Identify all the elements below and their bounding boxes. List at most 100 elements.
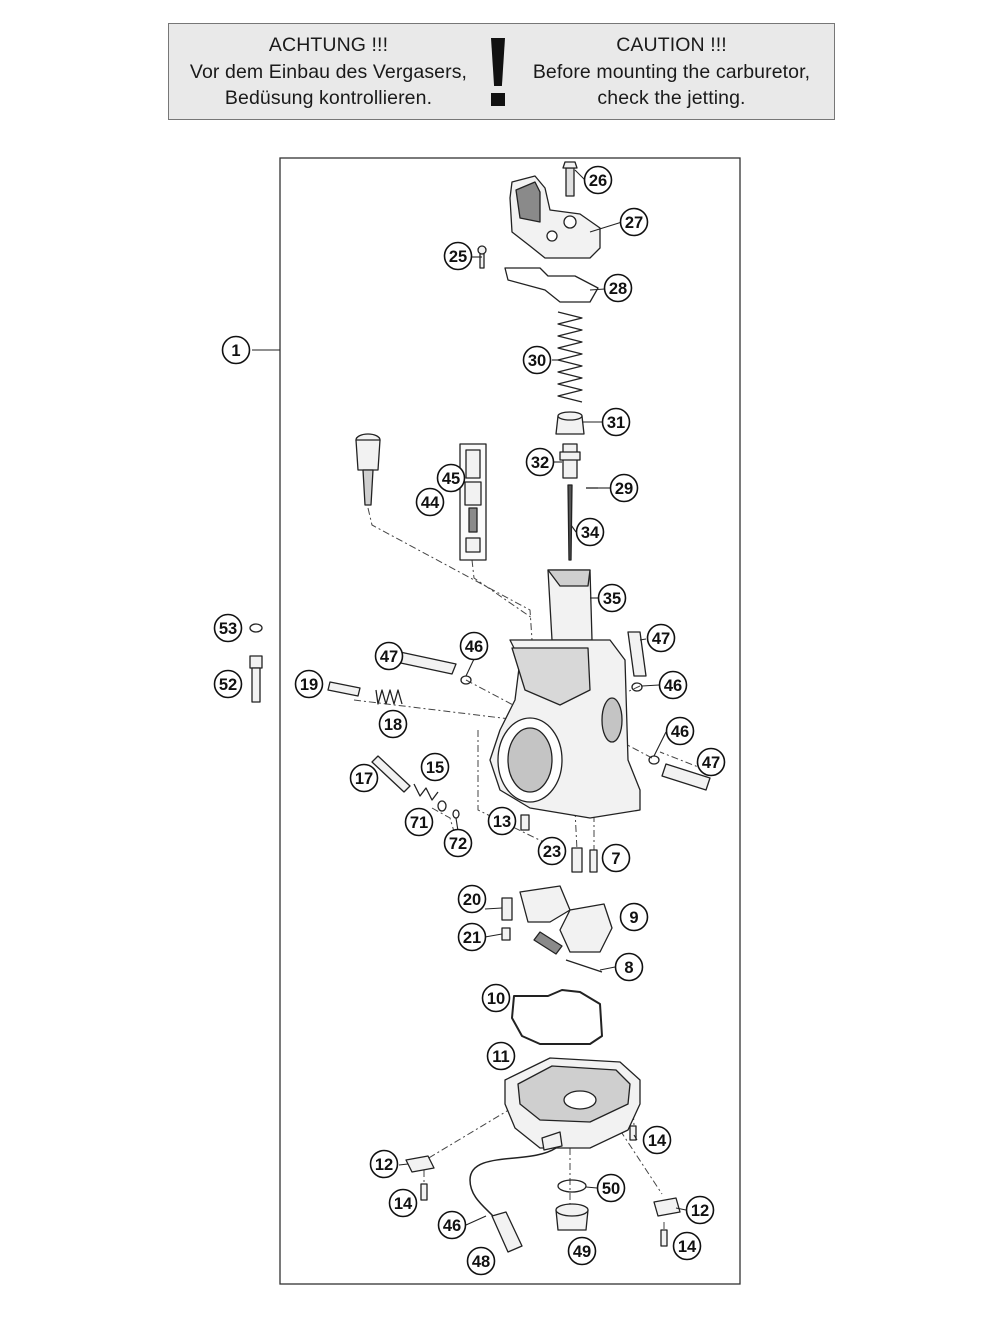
washer-71 bbox=[437, 800, 447, 812]
gasket-28 bbox=[504, 267, 599, 303]
clip-46-b bbox=[631, 682, 643, 692]
callout-14: 14 bbox=[672, 1231, 702, 1261]
callout-circle bbox=[486, 1041, 516, 1071]
callout-circle bbox=[658, 670, 688, 700]
callout-circle bbox=[443, 828, 473, 858]
screw-25-head bbox=[477, 245, 487, 255]
callout-28: 28 bbox=[603, 273, 633, 303]
german-warning-line-3: Bedüsung kontrollieren. bbox=[224, 87, 433, 109]
callout-label: 72 bbox=[449, 835, 467, 853]
screw-45-body bbox=[355, 439, 381, 471]
callout-label: 20 bbox=[463, 891, 481, 909]
callout-11: 11 bbox=[486, 1041, 516, 1071]
callout-label: 17 bbox=[355, 770, 373, 788]
callout-circle bbox=[374, 641, 404, 671]
callout-label: 23 bbox=[543, 843, 561, 861]
callout-46: 46 bbox=[665, 716, 695, 746]
callout-circle bbox=[609, 473, 639, 503]
spring-15 bbox=[413, 783, 439, 801]
needle-holder-32 bbox=[562, 443, 578, 479]
callout-circle bbox=[596, 1173, 626, 1203]
callout-label: 21 bbox=[463, 929, 481, 947]
callout-72: 72 bbox=[443, 828, 473, 858]
callout-circle bbox=[619, 902, 649, 932]
callout-circle bbox=[525, 447, 555, 477]
callout-label: 1 bbox=[231, 342, 240, 360]
callout-circle bbox=[213, 669, 243, 699]
callout-label: 19 bbox=[300, 676, 318, 694]
callout-7: 7 bbox=[601, 843, 631, 873]
callout-label: 26 bbox=[589, 172, 607, 190]
callout-label: 46 bbox=[465, 638, 483, 656]
callout-circle bbox=[378, 709, 408, 739]
callout-label: 47 bbox=[652, 630, 670, 648]
callout-1: 1 bbox=[221, 335, 251, 365]
pipe-47-b bbox=[627, 631, 647, 677]
cap-screw-hole bbox=[546, 230, 558, 242]
callout-49: 49 bbox=[567, 1236, 597, 1266]
bowl-drain-nipple bbox=[541, 1131, 563, 1151]
callout-label: 12 bbox=[691, 1202, 709, 1220]
callout-circle bbox=[537, 836, 567, 866]
callout-circle bbox=[457, 884, 487, 914]
callout-circle bbox=[420, 752, 450, 782]
plate-12-a bbox=[405, 1155, 435, 1173]
callout-circle bbox=[567, 1236, 597, 1266]
callout-label: 46 bbox=[664, 677, 682, 695]
callout-label: 28 bbox=[609, 280, 627, 298]
cable-adjuster bbox=[565, 167, 575, 197]
float-bowl-jet-well bbox=[563, 1090, 597, 1110]
callout-circle bbox=[443, 241, 473, 271]
callout-label: 25 bbox=[449, 248, 467, 266]
callout-30: 30 bbox=[522, 345, 552, 375]
carb-bore-inner bbox=[507, 727, 553, 793]
german-warning: ACHTUNG !!! Vor dem Einbau des Vergasers… bbox=[171, 32, 486, 112]
callout-44: 44 bbox=[415, 487, 445, 517]
callout-label: 46 bbox=[443, 1217, 461, 1235]
callout-circle bbox=[369, 1149, 399, 1179]
callout-label: 15 bbox=[426, 759, 444, 777]
callout-circle bbox=[436, 463, 466, 493]
callout-46: 46 bbox=[459, 631, 489, 661]
jet-tube bbox=[465, 449, 481, 479]
float-hinge bbox=[533, 931, 563, 955]
callout-label: 14 bbox=[648, 1132, 667, 1150]
callout-29: 29 bbox=[609, 473, 639, 503]
callout-48: 48 bbox=[466, 1246, 496, 1276]
callout-circle bbox=[672, 1231, 702, 1261]
jet-base bbox=[465, 537, 481, 553]
callout-label: 53 bbox=[219, 620, 237, 638]
callout-circle bbox=[575, 517, 605, 547]
slide-top bbox=[547, 569, 591, 587]
callout-71: 71 bbox=[404, 807, 434, 837]
callout-47: 47 bbox=[374, 641, 404, 671]
screw-14-c bbox=[660, 1229, 668, 1247]
callout-label: 31 bbox=[607, 414, 625, 432]
exclamation-dot-icon bbox=[491, 93, 505, 106]
callout-label: 11 bbox=[492, 1048, 509, 1066]
callout-50: 50 bbox=[596, 1173, 626, 1203]
callout-circle bbox=[665, 716, 695, 746]
callout-21: 21 bbox=[457, 922, 487, 952]
callout-circle bbox=[685, 1195, 715, 1225]
clip-46-c bbox=[648, 755, 660, 765]
callout-label: 45 bbox=[442, 470, 460, 488]
english-warning: CAUTION !!! Before mounting the carburet… bbox=[514, 32, 829, 112]
callout-circle bbox=[404, 807, 434, 837]
seat-21 bbox=[501, 927, 511, 941]
callout-label: 30 bbox=[528, 352, 546, 370]
callout-circle bbox=[487, 806, 517, 836]
cap-cable-channel bbox=[515, 181, 541, 223]
assembly-frame bbox=[279, 157, 741, 1285]
plug-52-head bbox=[249, 655, 263, 669]
spring-18 bbox=[375, 689, 403, 705]
callout-circle bbox=[696, 747, 726, 777]
callout-circle bbox=[583, 165, 613, 195]
english-warning-line-2: Before mounting the carburetor, bbox=[532, 60, 811, 83]
hose-48-line bbox=[469, 1147, 557, 1223]
drain-plug-top bbox=[555, 1203, 589, 1217]
callout-label: 18 bbox=[384, 716, 402, 734]
carb-top-chamber bbox=[511, 647, 591, 706]
callout-10: 10 bbox=[481, 983, 511, 1013]
